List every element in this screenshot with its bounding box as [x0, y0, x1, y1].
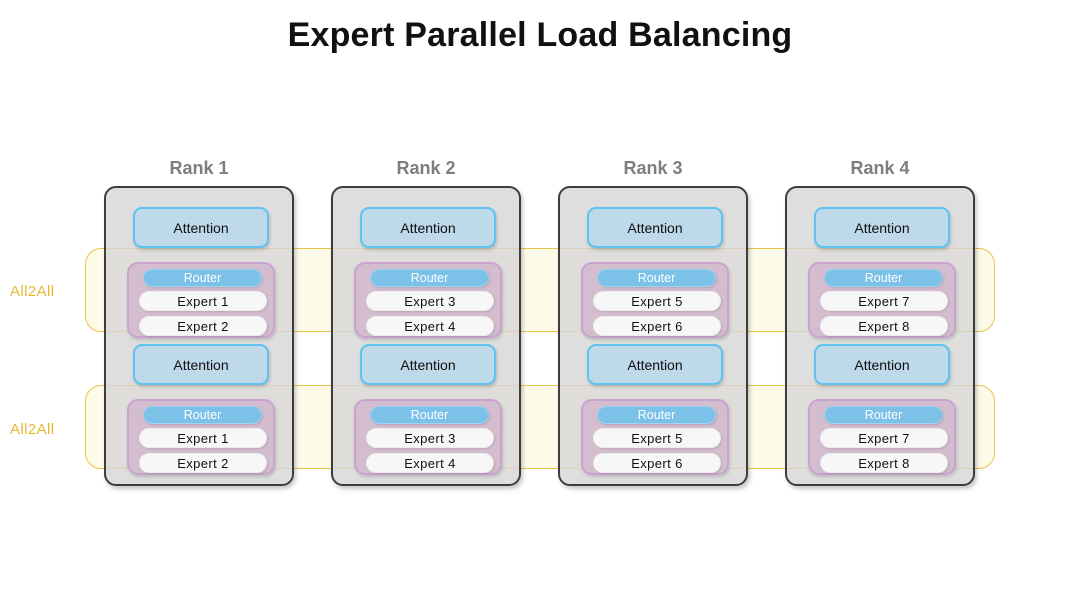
expert-pill[interactable]: Expert 3	[366, 428, 494, 448]
attention-block[interactable]: Attention	[814, 344, 950, 385]
rank-card-4[interactable]: Attention Router Expert 7 Expert 8 Atten…	[785, 186, 975, 486]
moe-block[interactable]: Router Expert 1 Expert 2	[127, 262, 275, 338]
expert-pill[interactable]: Expert 1	[139, 428, 267, 448]
expert-pill[interactable]: Expert 8	[820, 316, 948, 336]
router-block[interactable]: Router	[143, 406, 262, 424]
router-block[interactable]: Router	[597, 269, 716, 287]
rank-card-3[interactable]: Attention Router Expert 5 Expert 6 Atten…	[558, 186, 748, 486]
expert-pill[interactable]: Expert 6	[593, 316, 721, 336]
expert-pill[interactable]: Expert 1	[139, 291, 267, 311]
expert-pill[interactable]: Expert 2	[139, 316, 267, 336]
attention-block[interactable]: Attention	[587, 344, 723, 385]
router-block[interactable]: Router	[597, 406, 716, 424]
attention-block[interactable]: Attention	[133, 344, 269, 385]
rank-card-1[interactable]: Attention Router Expert 1 Expert 2 Atten…	[104, 186, 294, 486]
moe-block[interactable]: Router Expert 3 Expert 4	[354, 262, 502, 338]
router-block[interactable]: Router	[370, 269, 489, 287]
router-block[interactable]: Router	[370, 406, 489, 424]
router-block[interactable]: Router	[824, 269, 943, 287]
moe-block[interactable]: Router Expert 7 Expert 8	[808, 399, 956, 475]
all2all-label-bottom: All2All	[10, 421, 55, 438]
attention-block[interactable]: Attention	[360, 344, 496, 385]
attention-block[interactable]: Attention	[587, 207, 723, 248]
moe-block[interactable]: Router Expert 5 Expert 6	[581, 399, 729, 475]
expert-pill[interactable]: Expert 2	[139, 453, 267, 473]
page-title: Expert Parallel Load Balancing	[287, 16, 793, 54]
router-block[interactable]: Router	[143, 269, 262, 287]
moe-block[interactable]: Router Expert 1 Expert 2	[127, 399, 275, 475]
expert-pill[interactable]: Expert 7	[820, 428, 948, 448]
expert-pill[interactable]: Expert 3	[366, 291, 494, 311]
expert-pill[interactable]: Expert 6	[593, 453, 721, 473]
expert-pill[interactable]: Expert 5	[593, 428, 721, 448]
expert-pill[interactable]: Expert 8	[820, 453, 948, 473]
router-block[interactable]: Router	[824, 406, 943, 424]
moe-block[interactable]: Router Expert 5 Expert 6	[581, 262, 729, 338]
attention-block[interactable]: Attention	[814, 207, 950, 248]
attention-block[interactable]: Attention	[133, 207, 269, 248]
expert-pill[interactable]: Expert 7	[820, 291, 948, 311]
moe-block[interactable]: Router Expert 7 Expert 8	[808, 262, 956, 338]
rank-label-3: Rank 3	[623, 158, 683, 178]
rank-label-4: Rank 4	[850, 158, 910, 178]
expert-pill[interactable]: Expert 5	[593, 291, 721, 311]
rank-label-1: Rank 1	[169, 158, 229, 178]
expert-pill[interactable]: Expert 4	[366, 316, 494, 336]
attention-block[interactable]: Attention	[360, 207, 496, 248]
expert-pill[interactable]: Expert 4	[366, 453, 494, 473]
rank-label-2: Rank 2	[396, 158, 456, 178]
rank-card-2[interactable]: Attention Router Expert 3 Expert 4 Atten…	[331, 186, 521, 486]
moe-block[interactable]: Router Expert 3 Expert 4	[354, 399, 502, 475]
all2all-label-top: All2All	[10, 283, 55, 300]
